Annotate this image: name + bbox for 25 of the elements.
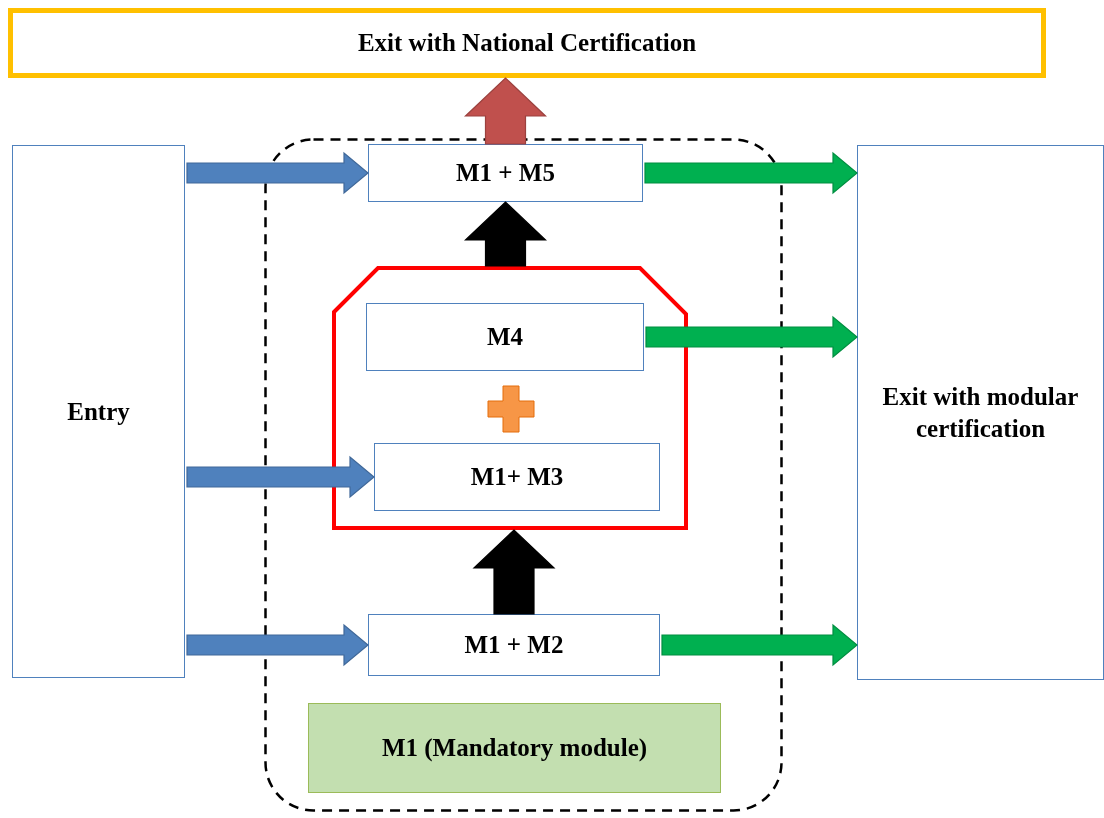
mandatory-module-box (308, 703, 721, 793)
block-arrow (186, 455, 375, 499)
exit-box (857, 145, 1104, 680)
node-label: Exit with National Certification (357, 28, 697, 59)
module-box (366, 303, 644, 371)
node-label: M1 + M2 (464, 630, 564, 661)
entry-box (12, 145, 185, 678)
block-arrow (464, 77, 547, 145)
node-label: Entry (67, 396, 130, 427)
node-label: M1+ M3 (470, 462, 564, 493)
block-arrow (464, 201, 547, 267)
node-label: M4 (486, 322, 524, 353)
block-arrow (644, 151, 858, 195)
block-arrow (186, 623, 369, 667)
module-box (374, 443, 660, 511)
node-label: M1 + M5 (456, 158, 555, 189)
block-arrow (661, 623, 858, 667)
module-box (368, 144, 643, 202)
module-box (368, 614, 660, 676)
block-arrow (472, 529, 556, 615)
block-arrow (186, 151, 369, 195)
node-label: Exit with modular certification (881, 382, 1080, 444)
node-label: M1 (Mandatory module) (381, 733, 648, 764)
title-box (8, 8, 1046, 78)
block-arrow (645, 315, 858, 359)
